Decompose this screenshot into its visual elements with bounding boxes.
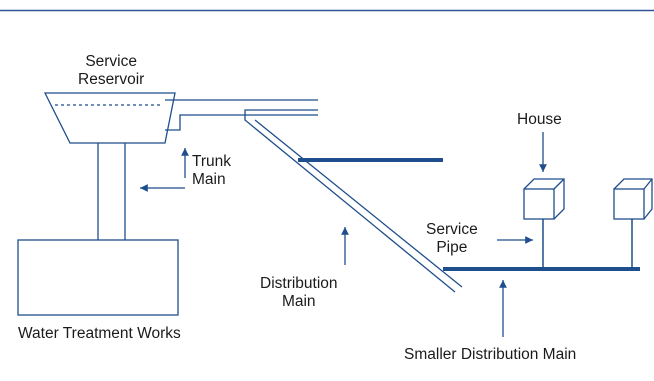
service-reservoir-label-line1: Service [85,53,137,70]
trunk-main-pipe-bottom [165,114,318,131]
distribution-main-label-line1: Distribution [260,275,338,292]
trunk-main-label: Trunk Main [192,153,231,189]
distribution-main-pipe-inner [254,119,463,288]
trunk-main-label-line1: Trunk [192,153,232,170]
service-pipe-label-line1: Service [426,221,478,238]
house-1 [523,178,565,220]
service-reservoir-label-line2: Reservoir [78,71,145,88]
service-reservoir-shape [43,92,176,144]
house-2 [613,178,653,220]
distribution-main-label-line2: Main [281,293,316,310]
house-label: House [517,111,562,128]
water-treatment-works-box [17,239,179,316]
service-reservoir-label: Service Reservoir [78,53,144,89]
service-pipe-label-line2: Pipe [436,239,468,256]
trunk-main-label-line2: Main [192,171,226,188]
distribution-main-label: Distribution Main [260,275,338,311]
water-treatment-works-label: Water Treatment Works [18,325,181,342]
distribution-main-pipe-outer [244,109,456,293]
service-pipe-label: Service Pipe [426,221,478,257]
smaller-distribution-main-label: Smaller Distribution Main [404,346,577,363]
